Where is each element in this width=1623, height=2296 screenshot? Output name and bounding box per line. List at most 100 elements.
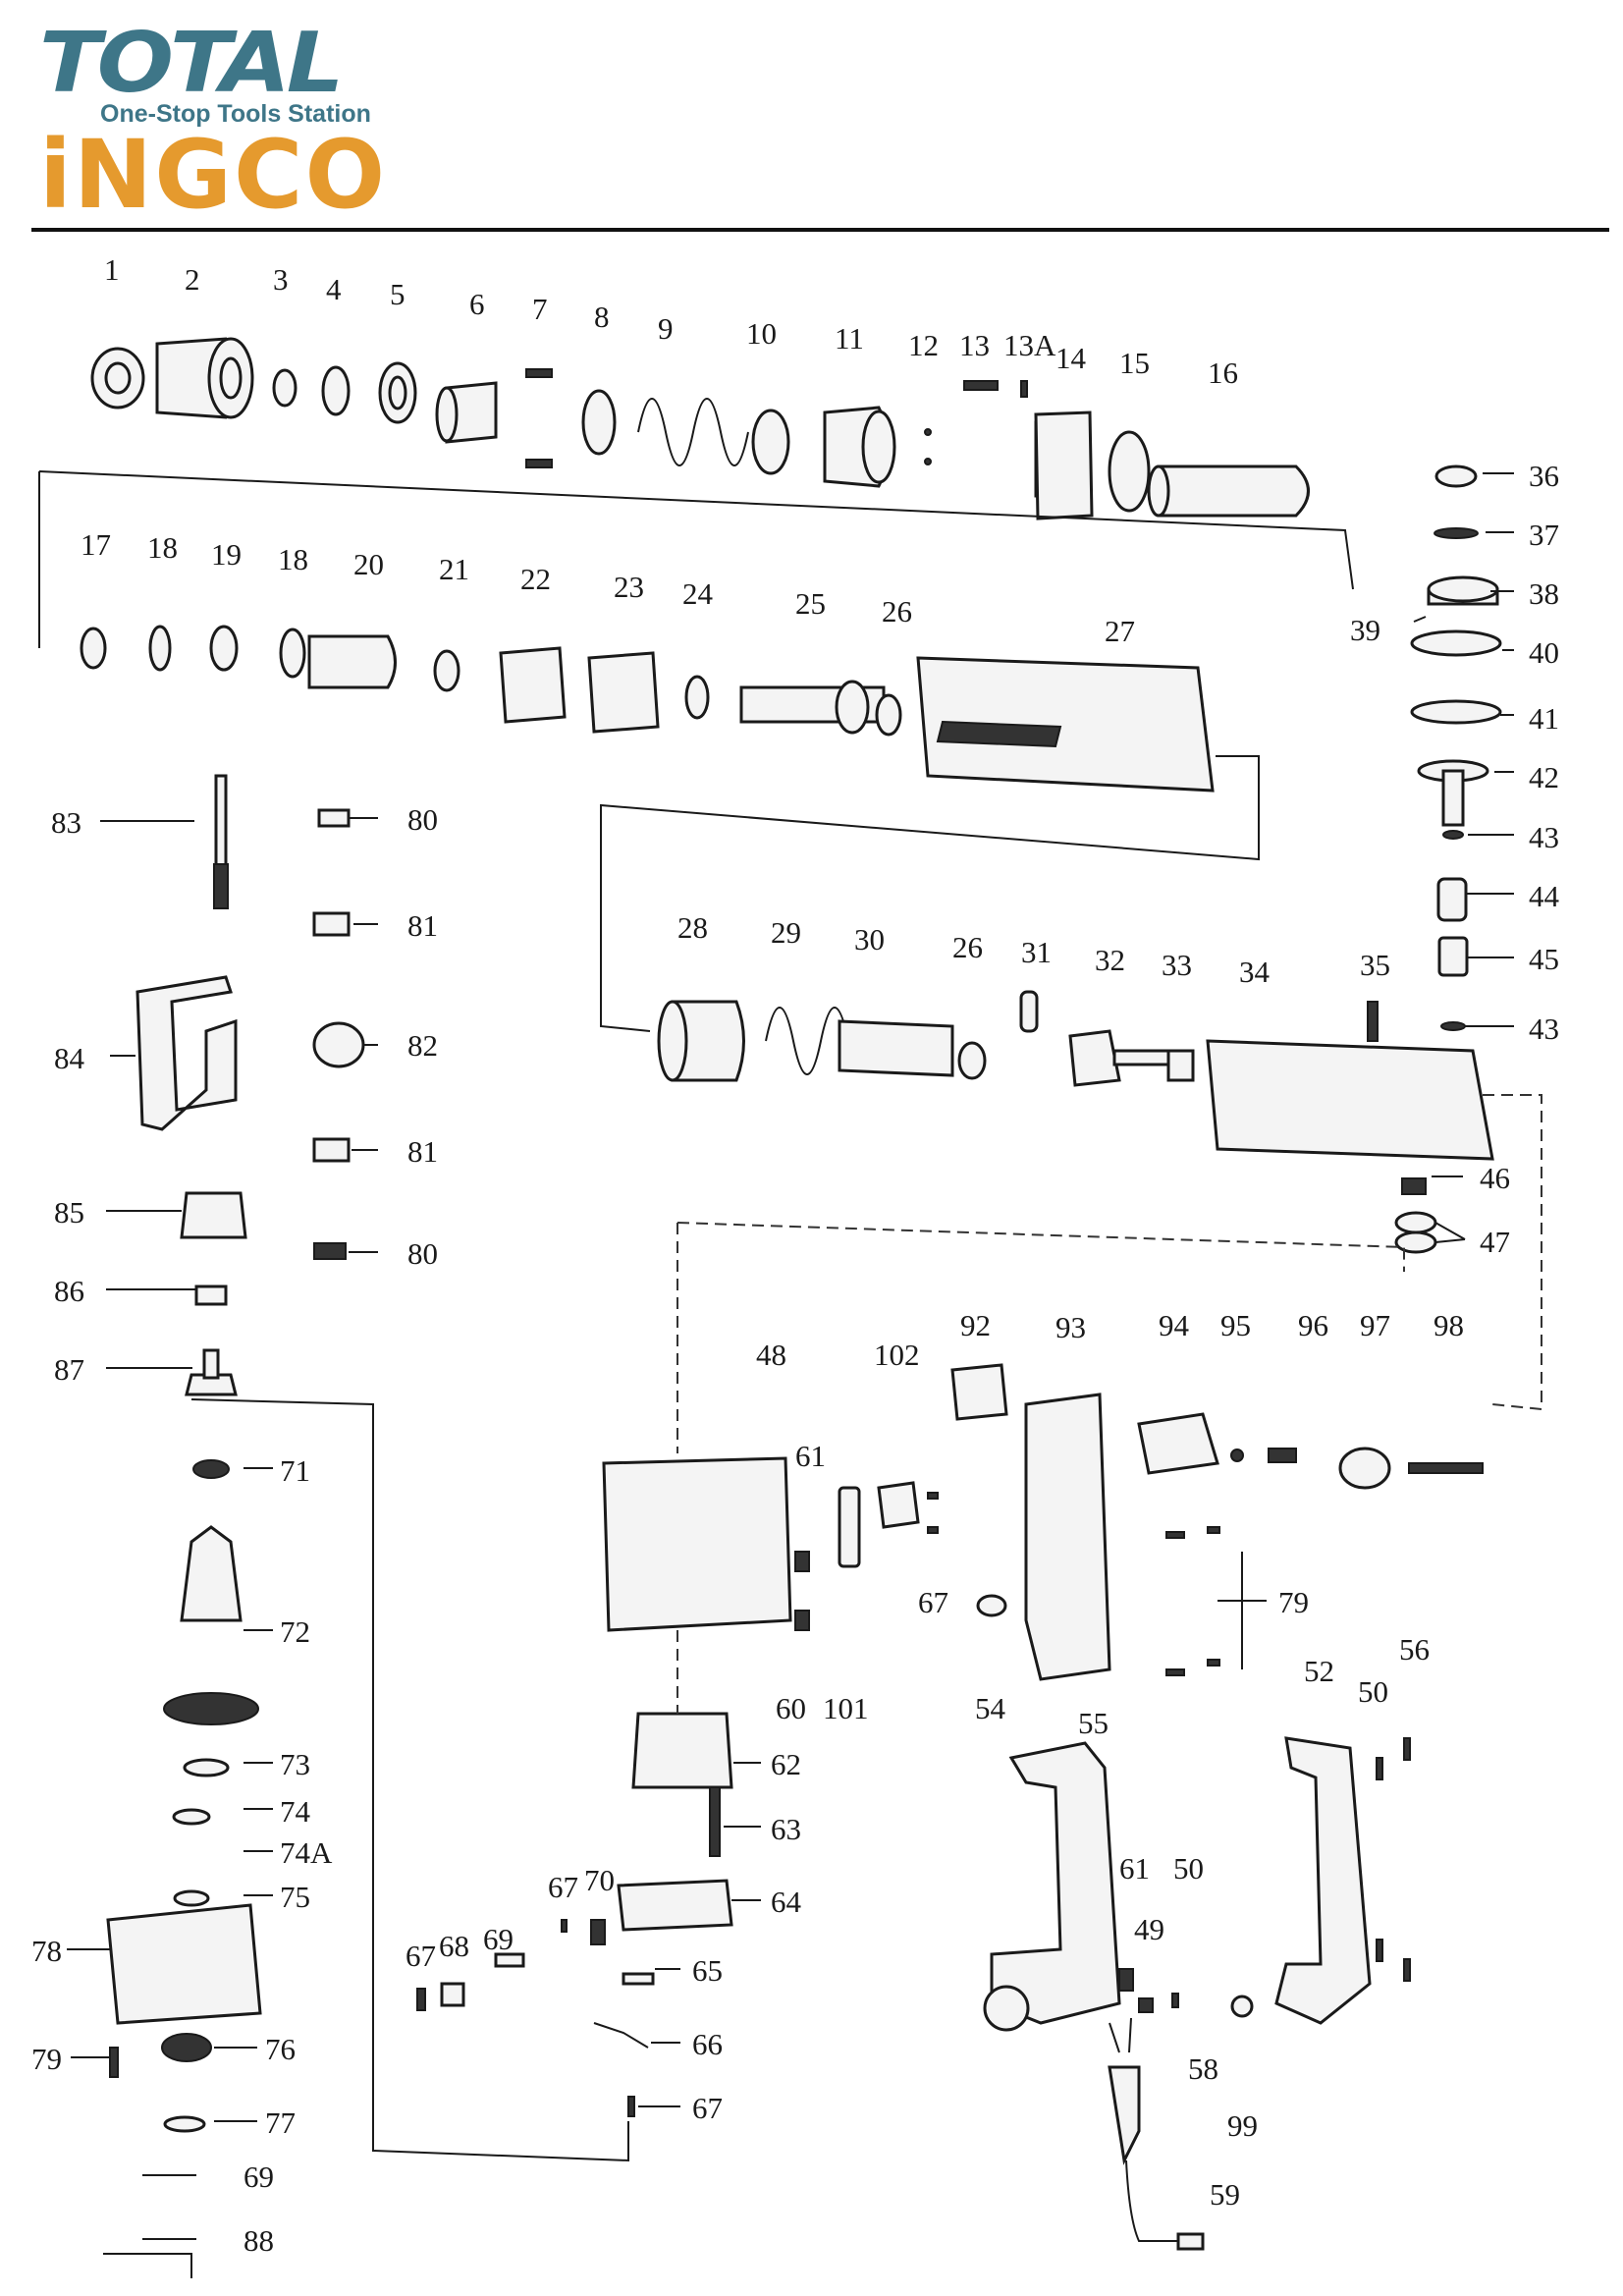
callout-43a: 43 bbox=[1529, 820, 1559, 854]
callout-26b: 26 bbox=[952, 930, 983, 964]
callout-78: 78 bbox=[31, 1934, 62, 1968]
callout-61b: 61 bbox=[1119, 1851, 1150, 1886]
callout-68: 68 bbox=[439, 1929, 469, 1963]
callout-98: 98 bbox=[1434, 1308, 1464, 1342]
callout-34: 34 bbox=[1239, 955, 1271, 989]
callout-74: 74 bbox=[280, 1794, 311, 1829]
callout-56: 56 bbox=[1399, 1632, 1430, 1667]
header-divider bbox=[31, 228, 1609, 232]
callout-2: 2 bbox=[185, 262, 200, 297]
callout-55: 55 bbox=[1078, 1706, 1109, 1740]
callout-85: 85 bbox=[54, 1195, 84, 1230]
callout-39: 39 bbox=[1350, 613, 1380, 647]
callout-102: 102 bbox=[874, 1338, 920, 1372]
callout-67b: 67 bbox=[692, 2091, 723, 2125]
callout-41: 41 bbox=[1529, 701, 1559, 736]
callout-7: 7 bbox=[532, 292, 548, 326]
callout-69a: 69 bbox=[243, 2159, 274, 2194]
callout-12: 12 bbox=[908, 328, 939, 362]
callout-48: 48 bbox=[756, 1338, 786, 1372]
callout-82: 82 bbox=[407, 1028, 438, 1063]
callout-47: 47 bbox=[1480, 1225, 1510, 1259]
ingco-logo: iNGCO bbox=[39, 120, 393, 230]
leader-lines bbox=[38, 470, 1542, 2240]
callout-32: 32 bbox=[1095, 943, 1125, 977]
callout-31: 31 bbox=[1021, 935, 1052, 969]
front-parts-row bbox=[90, 337, 1310, 520]
callout-79a: 79 bbox=[31, 2042, 62, 2076]
callout-79b: 79 bbox=[1278, 1585, 1309, 1619]
callout-73: 73 bbox=[280, 1747, 310, 1781]
callout-4: 4 bbox=[326, 272, 342, 306]
callout-66: 66 bbox=[692, 2027, 723, 2061]
gearbox-handle-assembly bbox=[416, 1363, 1484, 2117]
callout-17: 17 bbox=[81, 527, 111, 562]
callout-30: 30 bbox=[854, 922, 885, 957]
callout-16: 16 bbox=[1208, 355, 1238, 390]
callout-18a: 18 bbox=[147, 530, 178, 565]
total-logo: TOTAL One-Stop Tools Station bbox=[39, 22, 373, 130]
callout-64: 64 bbox=[771, 1885, 802, 1919]
callout-74A: 74A bbox=[280, 1835, 333, 1870]
callout-76: 76 bbox=[265, 2032, 296, 2066]
total-tagline: One-Stop Tools Station bbox=[100, 100, 371, 128]
callout-50a: 50 bbox=[1358, 1674, 1388, 1709]
callout-59: 59 bbox=[1210, 2177, 1240, 2212]
callout-40: 40 bbox=[1529, 635, 1559, 670]
callout-92: 92 bbox=[960, 1308, 991, 1342]
callout-80a: 80 bbox=[407, 802, 438, 837]
callout-9: 9 bbox=[658, 311, 674, 346]
callout-25: 25 bbox=[795, 586, 826, 621]
callout-1: 1 bbox=[104, 252, 120, 287]
callout-45: 45 bbox=[1529, 942, 1559, 976]
callout-88: 88 bbox=[243, 2223, 274, 2258]
callout-labels: 1 2 3 4 5 6 7 8 9 10 11 12 13 13A 14 15 … bbox=[31, 252, 1560, 2258]
callout-101: 101 bbox=[823, 1691, 869, 1725]
callout-71: 71 bbox=[280, 1453, 310, 1488]
callout-61a: 61 bbox=[795, 1439, 826, 1473]
callout-54: 54 bbox=[975, 1691, 1006, 1725]
callout-75: 75 bbox=[280, 1880, 310, 1914]
callout-94: 94 bbox=[1159, 1308, 1190, 1342]
callout-65: 65 bbox=[692, 1953, 723, 1988]
callout-69b: 69 bbox=[483, 1922, 514, 1956]
callout-95: 95 bbox=[1220, 1308, 1251, 1342]
third-parts-row bbox=[657, 990, 1494, 1161]
callout-37: 37 bbox=[1529, 518, 1559, 552]
callout-29: 29 bbox=[771, 915, 801, 950]
left-column-handle-and-motor bbox=[103, 774, 365, 2278]
callout-70: 70 bbox=[584, 1863, 615, 1897]
callout-97: 97 bbox=[1360, 1308, 1390, 1342]
callout-14: 14 bbox=[1055, 341, 1087, 375]
callout-96: 96 bbox=[1298, 1308, 1328, 1342]
right-column-stack bbox=[1394, 465, 1502, 1254]
callout-18b: 18 bbox=[278, 542, 308, 576]
callout-21: 21 bbox=[439, 552, 469, 586]
callout-84: 84 bbox=[54, 1041, 85, 1075]
callout-3: 3 bbox=[273, 262, 289, 297]
total-wordmark: TOTAL bbox=[39, 14, 344, 112]
callout-80b: 80 bbox=[407, 1236, 438, 1271]
callout-24: 24 bbox=[682, 576, 714, 611]
callout-23: 23 bbox=[614, 570, 644, 604]
callout-5: 5 bbox=[390, 277, 406, 311]
callout-28: 28 bbox=[677, 910, 708, 945]
callout-52: 52 bbox=[1304, 1654, 1334, 1688]
callout-42: 42 bbox=[1529, 760, 1559, 794]
callout-50b: 50 bbox=[1173, 1851, 1204, 1886]
callout-15: 15 bbox=[1119, 346, 1150, 380]
callout-87: 87 bbox=[54, 1352, 84, 1387]
callout-49: 49 bbox=[1134, 1912, 1164, 1946]
callout-83: 83 bbox=[51, 805, 81, 840]
second-parts-row bbox=[80, 625, 1215, 793]
ingco-wordmark: iNGCO bbox=[39, 120, 388, 230]
callout-10: 10 bbox=[746, 316, 777, 351]
callout-72: 72 bbox=[280, 1614, 310, 1649]
callout-13A: 13A bbox=[1003, 328, 1056, 362]
callout-58: 58 bbox=[1188, 2051, 1218, 2086]
callout-86: 86 bbox=[54, 1274, 84, 1308]
callout-35: 35 bbox=[1360, 948, 1390, 982]
callout-99: 99 bbox=[1227, 2108, 1258, 2143]
callout-62: 62 bbox=[771, 1747, 801, 1781]
